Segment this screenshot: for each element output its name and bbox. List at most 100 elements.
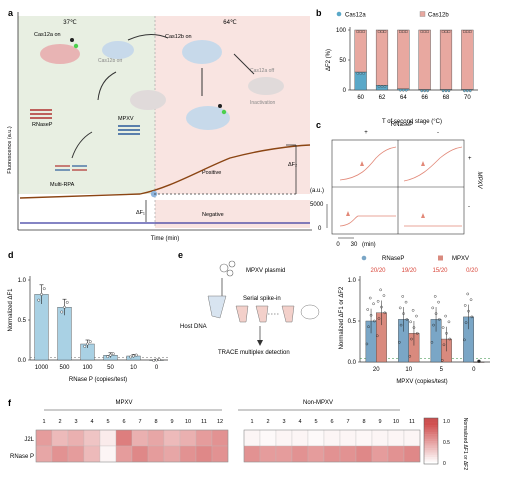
d-point (111, 352, 115, 356)
panel-f-letter: f (8, 398, 12, 408)
b-point-cas12b (463, 30, 466, 33)
b-point-cas12a (423, 89, 426, 93)
cas12b-off-label: Cas12b off (98, 58, 123, 64)
temp-left: 37℃ (63, 20, 77, 26)
b-point-cas12b (423, 30, 426, 33)
positive-label: Positive (202, 170, 221, 176)
b-ytick-label: 0 (343, 88, 347, 94)
cas12a-inactive-icon (248, 77, 284, 95)
f-cell (259, 445, 277, 463)
panel-a-letter: a (8, 8, 14, 18)
c-yunit: (a.u.) (310, 188, 324, 194)
mpxv-label: MPXV (118, 116, 134, 122)
fluorophore-icon (73, 43, 79, 49)
panel-e: e MPXV plasmid Serial spike-in Host DNA … (178, 250, 490, 385)
e-point (445, 331, 448, 335)
quencher-icon (70, 38, 74, 42)
f-colorbar-swatch (424, 459, 438, 462)
e-point (409, 320, 412, 324)
e-point (399, 323, 403, 327)
tube-icon (235, 305, 249, 323)
e-point (444, 314, 447, 318)
e-point (463, 338, 466, 342)
f-row-rnasep: RNase P (10, 454, 34, 460)
e-point (410, 337, 413, 341)
e-point (366, 308, 370, 311)
b-xtick-label: 66 (421, 95, 428, 101)
c-marker (421, 213, 425, 218)
arrow-icon (71, 131, 93, 159)
c-row-label: MPXV (476, 171, 482, 189)
f-col-label: 12 (217, 419, 223, 425)
e-point (365, 342, 369, 346)
d-point (86, 342, 89, 346)
b-point-cas12b (466, 30, 469, 33)
c-xtick-zero: 0 (336, 242, 340, 248)
e-point (367, 325, 370, 329)
panel-c-letter: c (316, 120, 321, 130)
f-cell (403, 429, 421, 447)
f-cell (67, 445, 85, 463)
quencher-icon (218, 104, 222, 108)
d-point (65, 300, 69, 304)
f-col-label: 2 (58, 419, 61, 425)
b-point-cas12b (405, 30, 408, 33)
f-col-label: 4 (90, 419, 93, 425)
f-col-label: 6 (330, 419, 333, 425)
c-ytick-zero: 0 (318, 226, 322, 232)
f-cell (131, 429, 149, 447)
b-point-cas12b (377, 30, 381, 33)
f-colorbar-swatch (424, 438, 438, 442)
e-point (398, 341, 401, 344)
legend-cas12a: Cas12a (345, 13, 366, 19)
f-col-label: 2 (266, 419, 269, 425)
e-detection-label: TRACE multiplex detection (218, 350, 290, 356)
f-col-label: 3 (282, 419, 285, 425)
temp-right: 64℃ (223, 20, 237, 26)
f-cell (211, 445, 229, 463)
d-point (152, 359, 156, 362)
f-colorbar (423, 417, 439, 465)
e-point (464, 321, 468, 324)
c-col-label: RNaseP (391, 122, 413, 128)
count-20: 20/20 (370, 268, 386, 274)
c-xunit: (min) (362, 242, 376, 248)
f-col-label: 9 (170, 419, 173, 425)
legend-mpxv: MPXV (452, 256, 469, 262)
count-0: 0/20 (466, 268, 478, 274)
f-row-j2l: J2L (24, 437, 34, 443)
f-cell (147, 429, 165, 447)
d-ytick-label: 0.5 (18, 318, 27, 324)
b-point-cas12b (380, 30, 384, 33)
f-colorbar-swatch (424, 434, 438, 437)
d-point (132, 354, 135, 358)
d-point (88, 340, 92, 343)
f-cell (163, 445, 181, 463)
b-point-cas12b (356, 30, 359, 33)
e-point (382, 294, 386, 297)
b-bar-cas12b (461, 29, 474, 90)
f-cell (163, 429, 181, 447)
f-colorbar-swatch (424, 429, 438, 433)
f-cell (83, 445, 101, 463)
f-colorbar-swatch (424, 450, 438, 453)
rnasep-dna-icon (30, 109, 52, 119)
f-group-mpxv: MPXV (115, 400, 132, 406)
d-bar (34, 294, 49, 361)
e-serial-label: Serial spike-in (243, 296, 281, 302)
f-cell (323, 445, 341, 463)
panel-b-letter: b (316, 8, 322, 18)
f-cell (195, 445, 213, 463)
e-point (431, 306, 435, 310)
b-ytick-label: 50 (339, 58, 346, 64)
d-point (106, 355, 110, 359)
f-cell (243, 445, 261, 463)
e-host-label: Host DNA (180, 324, 207, 330)
f-cell (275, 429, 293, 447)
e-point (376, 300, 380, 303)
b-point-cas12a (444, 89, 448, 93)
b-point-cas12a (426, 89, 429, 93)
